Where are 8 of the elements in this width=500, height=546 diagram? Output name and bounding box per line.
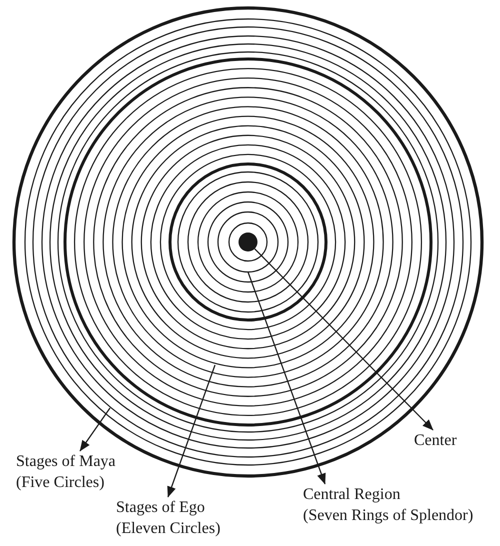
leader-arrow: [254, 248, 434, 430]
callout-label: Center: [414, 430, 457, 451]
leader-arrow: [247, 272, 326, 484]
callout-label: Stages of Ego (Eleven Circles): [116, 497, 220, 539]
callout-label: Central Region (Seven Rings of Splendor): [303, 484, 474, 526]
callout-label: Stages of Maya (Five Circles): [16, 451, 116, 493]
leader-arrow: [80, 408, 110, 452]
leader-arrow: [167, 364, 216, 498]
